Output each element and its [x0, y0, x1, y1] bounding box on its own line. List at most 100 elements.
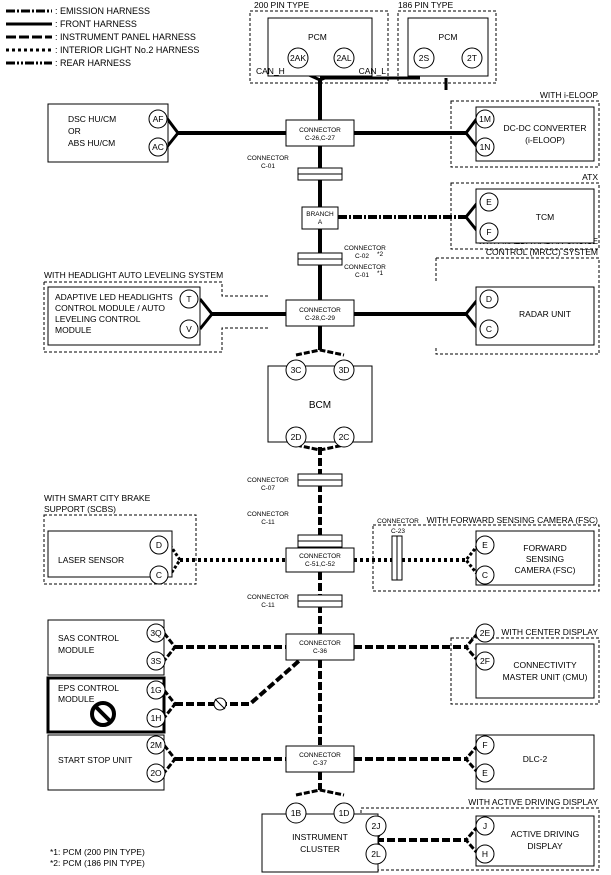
pin-t: T	[186, 294, 191, 304]
sas-label-2: MODULE	[58, 645, 95, 655]
bcm-box	[267, 365, 373, 443]
eps-label-2: MODULE	[58, 694, 95, 704]
dsc-label-1: DSC HU/CM	[68, 114, 116, 124]
pin-2c: 2C	[339, 432, 350, 442]
legend-emission: : EMISSION HARNESS	[55, 6, 150, 16]
pin-tcm-f: F	[486, 227, 491, 237]
label-active-driving: WITH ACTIVE DRIVING DISPLAY	[468, 797, 598, 807]
can-h-label: CAN_H	[256, 66, 285, 76]
pin-2f: 2F	[480, 656, 490, 666]
pin-2d: 2D	[291, 432, 302, 442]
dsc-label-2: OR	[68, 126, 81, 136]
pin-radar-d: D	[486, 294, 492, 304]
pin-3d: 3D	[339, 365, 350, 375]
c5152-label-1: CONNECTOR	[299, 553, 341, 560]
headlight-label-3: LEVELING CONTROL	[55, 314, 141, 324]
headlight-label-2: CONTROL MODULE / AUTO	[55, 303, 165, 313]
ssu-box	[47, 734, 165, 791]
pin-3s: 3S	[151, 656, 162, 666]
note-star-1: *1	[377, 270, 384, 277]
pin-fsc-e: E	[482, 540, 488, 550]
c36-label-2: C-36	[313, 648, 327, 655]
note-star-2: *2	[377, 251, 384, 258]
wire-eps	[175, 658, 302, 706]
label-with-fsc: WITH FORWARD SENSING CAMERA (FSC)	[427, 515, 599, 525]
bcm-label: BCM	[309, 400, 331, 411]
dcdc-box	[475, 106, 595, 162]
c07-label-1: CONNECTOR	[247, 477, 289, 484]
pin-1d: 1D	[339, 808, 350, 818]
footnote-1: *1: PCM (200 PIN TYPE)	[50, 847, 145, 857]
module-frames	[46, 17, 595, 873]
c5152-label-2: C-51,C-52	[305, 561, 335, 568]
ic-box	[261, 813, 379, 873]
pin-labels: 2AK 2AL 2S 2T AF AC 1M 1N E F T V D C 3C…	[150, 53, 492, 859]
legend: : EMISSION HARNESS : FRONT HARNESS : INS…	[6, 6, 199, 68]
harness-wires	[175, 76, 466, 842]
c37-label-2: C-37	[313, 760, 327, 767]
pin-2s: 2S	[419, 53, 430, 63]
pin-ac: AC	[152, 142, 164, 152]
pcm-186-label: PCM	[439, 32, 458, 42]
add-box	[475, 815, 595, 867]
headlight-box	[47, 286, 201, 346]
pin-1b: 1B	[291, 808, 302, 818]
ic-label-1: INSTRUMENT	[292, 832, 348, 842]
connector-c37	[285, 745, 355, 773]
c11a-label-2: C-11	[261, 519, 275, 526]
pin-2j: 2J	[372, 821, 381, 831]
c11a-label-1: CONNECTOR	[247, 511, 289, 518]
pin-2o: 2O	[150, 768, 162, 778]
headlight-label-1: ADAPTIVE LED HEADLIGHTS	[55, 292, 173, 302]
pin-2al: 2AL	[336, 53, 351, 63]
connector-c26-c27	[285, 119, 355, 147]
footnote-2: *2: PCM (186 PIN TYPE)	[50, 858, 145, 868]
c02-label-1: CONNECTOR	[344, 245, 386, 252]
ssu-label: START STOP UNIT	[58, 755, 132, 765]
prohibited-icon	[90, 701, 116, 727]
connector-c28-c29	[285, 299, 355, 327]
dsc-label-3: ABS HU/CM	[68, 138, 115, 148]
laser-box	[47, 530, 173, 578]
cmu-label-1: CONNECTIVITY	[513, 660, 577, 670]
legend-instrument: : INSTRUMENT PANEL HARNESS	[55, 32, 196, 42]
pin-2e: 2E	[480, 628, 491, 638]
c11b-label-1: CONNECTOR	[247, 594, 289, 601]
c02-label-4: C-01	[355, 272, 369, 279]
fsc-label-2: SENSING	[526, 554, 564, 564]
pin-fsc-c: C	[482, 570, 488, 580]
c2627-label-1: CONNECTOR	[299, 127, 341, 134]
c2829-label-2: C-28,C-29	[305, 315, 335, 322]
dcdc-label-2: (i-ELOOP)	[525, 135, 565, 145]
pin-2m: 2M	[150, 740, 162, 750]
cmu-box	[475, 643, 595, 699]
pin-2ak: 2AK	[290, 53, 306, 63]
label-headlight-leveling: WITH HEADLIGHT AUTO LEVELING SYSTEM	[44, 270, 223, 280]
c01-label-1: CONNECTOR	[247, 155, 289, 162]
fsc-label-3: CAMERA (FSC)	[515, 565, 576, 575]
legend-front: : FRONT HARNESS	[55, 19, 137, 29]
connector-dividers	[298, 173, 398, 602]
pin-laser-d: D	[156, 540, 162, 550]
no-signal-marker	[213, 697, 227, 711]
sas-box	[47, 619, 165, 676]
pin-3q: 3Q	[150, 628, 162, 638]
c23-label-2: C-23	[391, 528, 405, 535]
c2829-label-1: CONNECTOR	[299, 307, 341, 314]
dlc-box	[475, 734, 595, 790]
sas-label-1: SAS CONTROL	[58, 633, 119, 643]
c07-label-2: C-07	[261, 485, 275, 492]
headlight-label-4: MODULE	[55, 325, 92, 335]
label-scbs-line2: SUPPORT (SCBS)	[44, 504, 116, 514]
connector-c51-c52	[285, 547, 355, 573]
dcdc-label-1: DC-DC CONVERTER	[504, 123, 587, 133]
dlc-label: DLC-2	[523, 754, 548, 764]
fsc-box	[475, 530, 595, 586]
pin-2t: 2T	[467, 53, 477, 63]
fsc-label-1: FORWARD	[523, 543, 566, 553]
pin-laser-c: C	[156, 570, 162, 580]
pin-1n: 1N	[480, 142, 491, 152]
pin-circles	[146, 47, 499, 865]
pin-2l: 2L	[371, 849, 381, 859]
